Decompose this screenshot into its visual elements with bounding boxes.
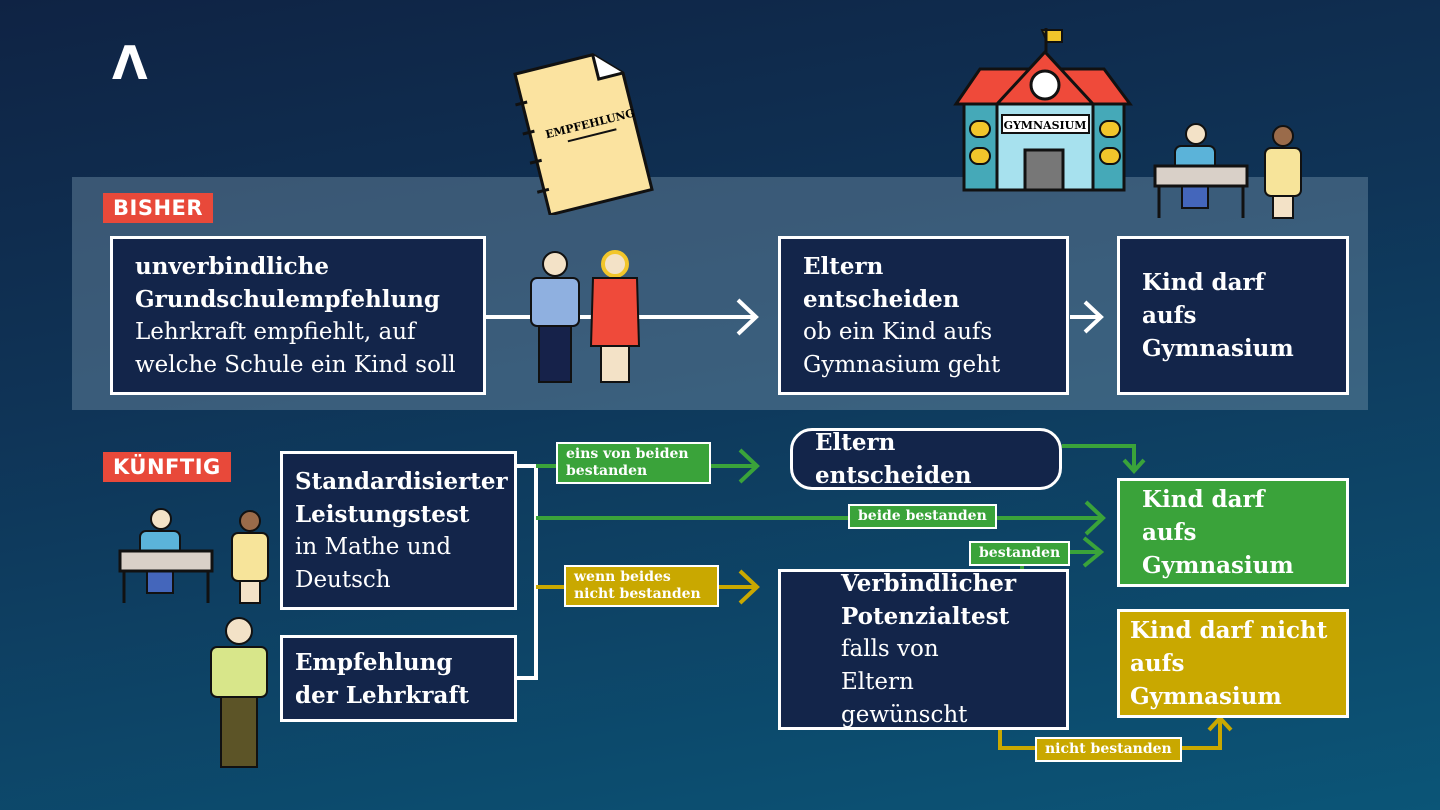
logo: Λ (112, 36, 148, 90)
kind-darf-box: Kind darf aufs Gymnasium (1117, 236, 1349, 395)
box-text: falls von Eltern gewünscht (841, 636, 968, 728)
label-nicht-bestanden: nicht bestanden (1035, 737, 1182, 762)
label-beide-bestanden: beide bestanden (848, 504, 997, 529)
kind-darf-nicht-box: Kind darf nicht aufs Gymnasium (1117, 609, 1349, 718)
label-bestanden: bestanden (969, 541, 1071, 566)
box-title: Eltern entscheiden (815, 429, 972, 489)
box-text: in Mathe und Deutsch (295, 533, 452, 593)
bisher-tag: BISHER (103, 193, 214, 223)
box-title: Eltern entscheiden (803, 252, 960, 313)
eltern-entscheiden-pill: Eltern entscheiden (790, 428, 1062, 490)
eltern-entscheiden-box: Eltern entscheiden ob ein Kind aufs Gymn… (778, 236, 1069, 395)
label-eins-bestanden: eins von beiden bestanden (556, 442, 711, 484)
box-title: unverbindliche Grundschulempfehlung (135, 252, 440, 313)
test-desk-scene-icon-2 (118, 508, 269, 604)
potenzialtest-box: Verbindlicher Potenzialtest falls von El… (778, 569, 1069, 730)
box-title: Kind darf nicht aufs Gymnasium (1130, 617, 1328, 710)
label-wenn-nicht-bestanden: wenn beides nicht bestanden (564, 565, 719, 607)
recommendation-document-icon: EMPFEHLUNG (513, 53, 654, 215)
box-text: ob ein Kind aufs Gymnasium geht (803, 318, 1001, 378)
box-title: Kind darf aufs Gymnasium (1142, 269, 1294, 362)
empfehlung-box: Empfehlung der Lehrkraft (280, 635, 517, 722)
kuenftig-tag: KÜNFTIG (103, 452, 231, 482)
box-title: Standardisierter Leistungstest (295, 467, 508, 528)
box-title: Empfehlung der Lehrkraft (295, 648, 469, 709)
box-title: Verbindlicher Potenzialtest (841, 570, 1017, 630)
teacher-icon (210, 617, 268, 768)
box-text: Lehrkraft empfiehlt, auf welche Schule e… (135, 318, 456, 378)
box-title: Kind darf aufs Gymnasium (1142, 486, 1294, 579)
school-building-icon: GYMNASIUM (953, 28, 1133, 192)
parents-icon (530, 250, 641, 383)
leistungstest-box: Standardisierter Leistungstest in Mathe … (280, 451, 517, 610)
test-desk-scene-icon (1153, 123, 1302, 219)
kind-darf-box-green: Kind darf aufs Gymnasium (1117, 478, 1349, 587)
school-sign: GYMNASIUM (1004, 119, 1087, 132)
grundschulempfehlung-box: unverbindliche Grundschulempfehlung Lehr… (110, 236, 486, 395)
